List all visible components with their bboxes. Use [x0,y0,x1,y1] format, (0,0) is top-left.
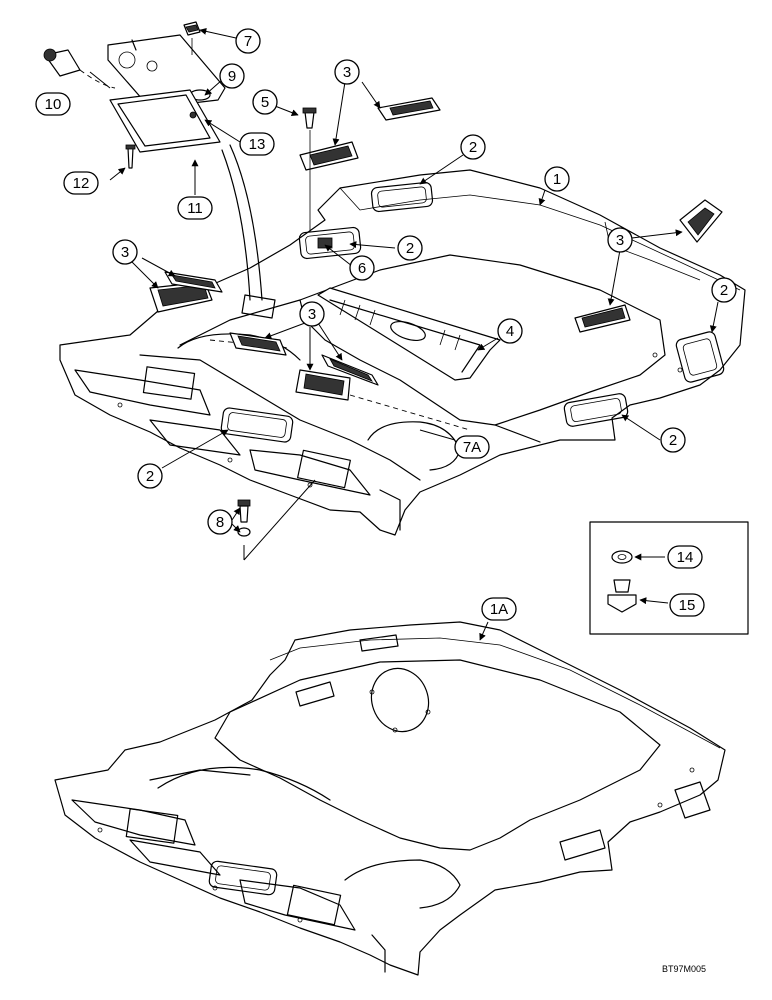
callout-2-top: 2 [460,134,486,160]
callout-12: 12 [63,171,99,195]
vent-top-loose [377,97,441,121]
air-vents [149,97,723,401]
callout-1a: 1A [481,597,517,621]
callout-7a: 7A [454,435,490,459]
fastener-inset [589,521,749,635]
callout-3-center: 3 [299,301,325,327]
fasteners-8 [237,479,316,561]
callout-2-label: 2 [406,240,414,257]
callout-14: 14 [667,545,703,569]
callout-15-label: 15 [679,597,696,614]
callout-6-label: 6 [358,260,366,277]
callout-3-top: 3 [334,59,360,85]
headliner-upper [59,169,746,536]
callout-leaders [89,27,719,641]
callout-3-label: 3 [121,244,129,261]
dome-lamp-assembly [43,21,317,319]
callout-3-left: 3 [112,239,138,265]
callout-9-label: 9 [228,68,236,85]
callout-3-label: 3 [308,306,316,323]
callout-7-label: 7 [244,33,252,50]
callout-1: 1 [544,166,570,192]
callout-2-label: 2 [469,139,477,156]
callout-15: 15 [669,593,705,617]
callout-3-label: 3 [616,232,624,249]
callout-7: 7 [235,28,261,54]
vent-center-c [321,354,379,386]
vent-center-a [229,332,287,356]
callout-2-right: 2 [711,277,737,303]
callout-1-label: 1 [553,171,561,188]
callout-3-right: 3 [607,227,633,253]
callout-4-label: 4 [506,323,514,340]
callout-2-lower-left: 2 [137,463,163,489]
vent-mid-loose [299,141,359,171]
callout-11: 11 [177,196,213,220]
vent-left-b [164,271,223,293]
callout-13-label: 13 [249,136,266,153]
callout-10: 10 [35,92,71,116]
callout-11-label: 11 [187,200,203,217]
vent-right-installed [574,304,631,333]
drawing-code: BT97M005 [662,964,706,974]
callout-13: 13 [239,132,275,156]
callout-5-label: 5 [261,94,269,111]
callout-10-label: 10 [45,96,62,113]
vent-center-b [295,369,351,401]
callout-12-label: 12 [73,175,90,192]
callout-14-label: 14 [677,549,694,566]
callout-2-lower-right: 2 [660,427,686,453]
callout-1a-label: 1A [490,601,508,618]
vent-right-loose [679,199,723,243]
callout-2-mid: 2 [397,235,423,261]
callout-4: 4 [497,318,523,344]
callout-2-label: 2 [720,282,728,299]
callout-6: 6 [349,255,375,281]
callout-2-label: 2 [146,468,154,485]
callout-2-label: 2 [669,432,677,449]
callout-7a-label: 7A [463,439,481,456]
vent-left-a [149,281,213,313]
callout-3-label: 3 [343,64,351,81]
callout-8: 8 [207,509,233,535]
headliner-lower [54,621,726,976]
callout-8-label: 8 [216,514,224,531]
callout-5: 5 [252,89,278,115]
callout-9: 9 [219,63,245,89]
